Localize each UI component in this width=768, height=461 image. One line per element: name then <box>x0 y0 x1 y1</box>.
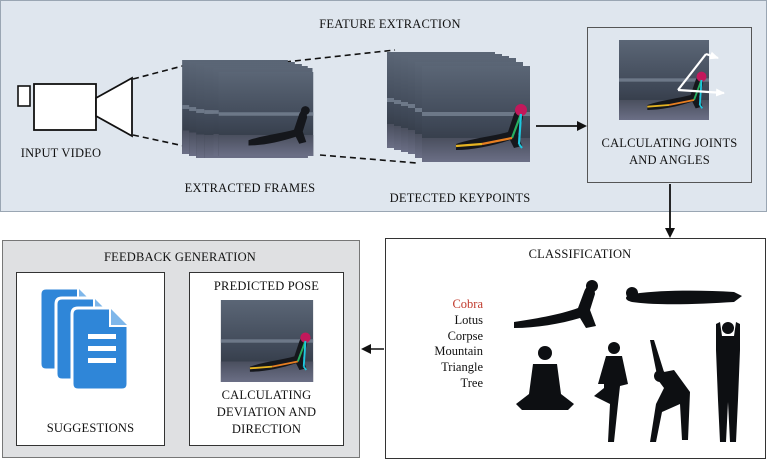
document-stack-icon <box>38 286 130 392</box>
predicted-pose-label: PREDICTED POSE <box>213 279 320 293</box>
feature-extraction-title: FEATURE EXTRACTION <box>319 17 461 31</box>
predicted-pose-image <box>219 300 315 382</box>
input-video-label: INPUT VIDEO <box>20 146 102 160</box>
joints-angles-line1: CALCULATING JOINTS <box>601 136 738 150</box>
detected-keypoints-stack <box>386 52 532 162</box>
pose-tree: Tree <box>460 375 483 390</box>
pose-cobra: Cobra <box>452 297 483 311</box>
classification-box <box>385 238 766 459</box>
camera-icon <box>17 76 133 138</box>
suggestions-label: SUGGESTIONS <box>46 421 135 435</box>
extracted-frames-label: EXTRACTED FRAMES <box>184 181 316 195</box>
pose-mountain: Mountain <box>434 344 483 359</box>
joints-angles-line2: AND ANGLES <box>629 153 710 167</box>
deviation-line1: CALCULATING <box>221 388 312 402</box>
deviation-line2: DEVIATION AND <box>216 405 317 419</box>
feedback-generation-title: FEEDBACK GENERATION <box>103 250 257 264</box>
pose-list: Cobra Lotus Corpse Mountain Triangle Tre… <box>415 297 483 392</box>
pose-silhouettes <box>514 280 742 442</box>
classification-title: CLASSIFICATION <box>528 247 632 261</box>
joints-angles-image <box>617 40 725 120</box>
pose-corpse: Corpse <box>447 328 483 343</box>
pose-lotus: Lotus <box>454 312 483 327</box>
pose-triangle: Triangle <box>441 360 483 375</box>
detected-keypoints-label: DETECTED KEYPOINTS <box>389 191 531 205</box>
deviation-line3: DIRECTION <box>231 422 302 436</box>
extracted-frames-stack <box>182 60 314 158</box>
